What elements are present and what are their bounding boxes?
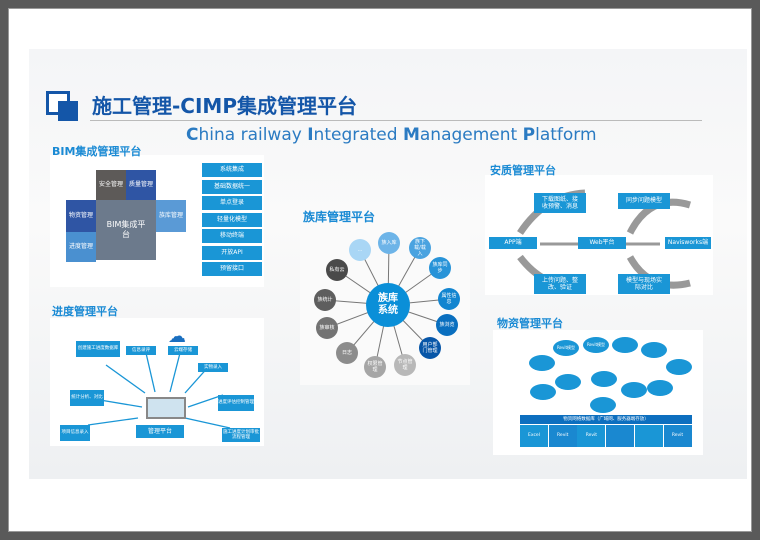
family-node: 族下载/载入: [409, 237, 431, 259]
material-bubble: Revit模型: [553, 340, 579, 356]
bim-feature: 单点登录: [202, 196, 262, 210]
family-node: 权限管理: [364, 356, 386, 378]
family-node: 节点管理: [394, 354, 416, 376]
s: hina railway: [198, 125, 308, 145]
family-node: 私有云: [326, 259, 348, 281]
material-bubble: [621, 382, 647, 398]
bim-feature: 轻量化模型: [202, 212, 262, 227]
progress-item: 创建施工进度数据库: [76, 341, 120, 357]
piece-family: 族库管理: [156, 200, 186, 232]
safety-bl: 上传问题、整改、验证: [534, 274, 586, 294]
family-node: 族浏览: [436, 314, 458, 336]
cloud-icon: ☁: [168, 326, 186, 347]
family-node: …: [349, 239, 371, 261]
progress-item: 实物录入: [198, 363, 228, 372]
material-bubble: [612, 337, 638, 353]
progress-center: 管理平台: [136, 425, 184, 438]
safety-panel: [485, 175, 713, 295]
material-bubble: [591, 371, 617, 387]
material-bubble: [530, 384, 556, 400]
page-subtitle: China railway Integrated Management Plat…: [186, 125, 597, 145]
bim-feature: 预留接口: [202, 262, 262, 276]
material-bubble: [555, 374, 581, 390]
s: ntegrated: [313, 125, 403, 145]
material-bubble: [641, 342, 667, 358]
s: I: [307, 125, 314, 145]
s: P: [522, 125, 536, 145]
material-bubble: [666, 359, 692, 375]
safety-title: 安质管理平台: [490, 164, 556, 177]
progress-item: 项目信息录入: [60, 425, 90, 441]
material-column: Revit: [577, 425, 606, 447]
progress-item: 统计分析、对比: [70, 390, 104, 406]
progress-item: 信息录评: [126, 346, 156, 355]
bim-feature: 移动终端: [202, 229, 262, 243]
bim-feature: 系统集成: [202, 163, 262, 177]
s: anagement: [419, 125, 523, 145]
piece-center: BIM集成平台: [96, 200, 156, 260]
s: C: [186, 125, 199, 145]
safety-tl: 下载图纸、接收预警、消息: [534, 193, 586, 213]
safety-tr: 同步问题模型: [618, 193, 670, 209]
progress-item: 云端存储: [168, 346, 198, 355]
bim-title: BIM集成管理平台: [52, 145, 142, 158]
piece-progress: 进度管理: [66, 232, 96, 262]
material-column: Revit: [548, 425, 577, 447]
title-icon-fill: [58, 101, 78, 121]
family-node: 族审核: [316, 317, 338, 339]
family-node: 用户部门管理: [419, 337, 441, 359]
material-bubble: [647, 380, 673, 396]
piece-safety: 安全管理: [96, 170, 126, 200]
family-node: 族库同步: [429, 257, 451, 279]
material-db: 物资网络数据库（广域网、服务器端存放）: [520, 415, 692, 424]
s: latform: [535, 125, 597, 145]
family-node: 日志: [336, 342, 358, 364]
material-bubble: [529, 355, 555, 371]
family-center: 族库系统: [366, 283, 410, 327]
page-title: 施工管理-CIMP集成管理平台: [92, 94, 357, 118]
family-title: 族库管理平台: [303, 210, 376, 224]
material-column: [606, 425, 635, 447]
progress-item: 进度评估控制管理: [218, 395, 254, 411]
piece-material: 物资管理: [66, 200, 96, 232]
title-divider: [90, 120, 702, 121]
family-node: 族统计: [314, 289, 336, 311]
bim-feature: 基础数据统一: [202, 179, 262, 194]
family-node: 族入库: [378, 232, 400, 254]
safety-web: Web平台: [578, 237, 626, 249]
material-column: Revit: [663, 425, 692, 447]
safety-app: APP端: [489, 237, 537, 249]
progress-title: 进度管理平台: [52, 305, 118, 318]
material-bubble: Revit模型: [583, 337, 609, 353]
safety-br: 模型与现场实际对比: [618, 274, 670, 294]
progress-item: 施工进度计划审批流程管理: [222, 428, 260, 442]
s: M: [402, 125, 420, 145]
piece-quality: 质量管理: [126, 170, 156, 200]
material-column: [634, 425, 663, 447]
monitor-icon: [146, 397, 186, 419]
safety-nav: Navisworks端: [665, 237, 711, 249]
material-title: 物资管理平台: [497, 317, 563, 330]
progress-panel: [50, 318, 264, 446]
material-bubble: [590, 397, 616, 413]
bim-feature: 开放API: [202, 245, 262, 260]
family-node: 属性信息: [438, 288, 460, 310]
material-column: Excel: [520, 425, 548, 447]
